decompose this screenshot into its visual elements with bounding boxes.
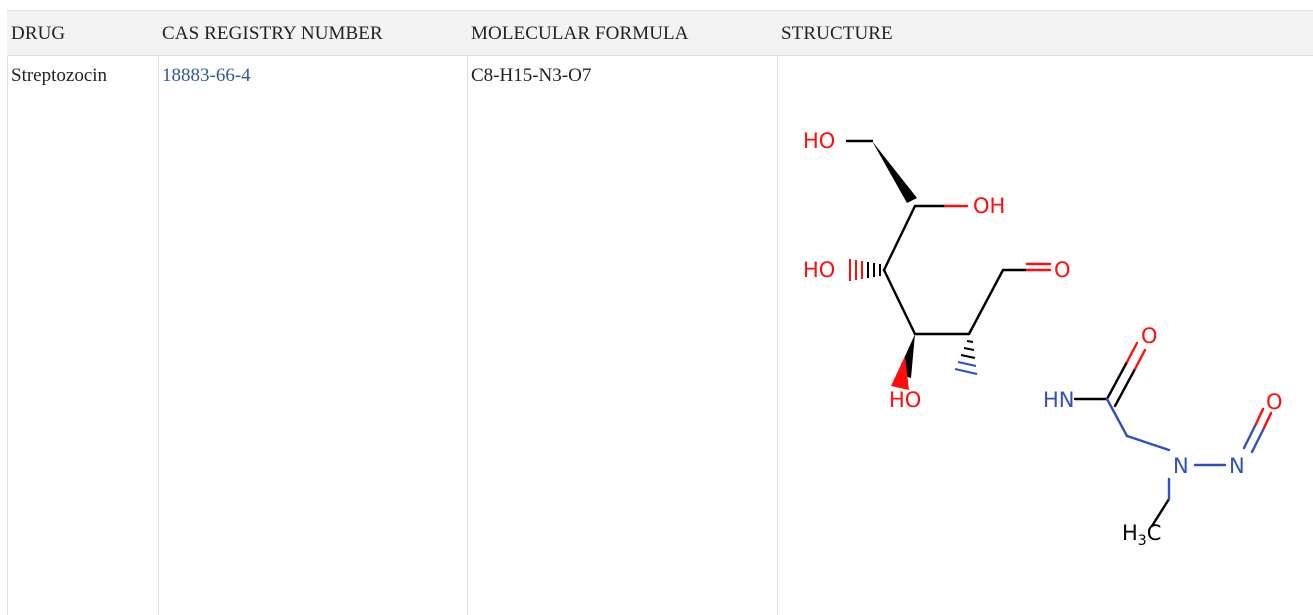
header-drug: DRUG [11, 23, 66, 44]
atom-label-ho-bottom: HO [889, 388, 921, 412]
column-divider [777, 56, 778, 615]
bond [882, 204, 917, 272]
hashed-bond [960, 340, 976, 359]
bond [967, 268, 1005, 336]
bond [1105, 360, 1129, 401]
bond [1262, 411, 1273, 430]
cas-number-link[interactable]: 18883-66-4 [162, 65, 251, 86]
bond [1242, 422, 1258, 450]
column-divider [7, 56, 8, 615]
atom-label-n-center: N [1173, 454, 1189, 478]
molecular-formula-cell: C8-H15-N3-O7 [471, 65, 592, 86]
bond [1113, 367, 1137, 408]
hashed-bond [849, 259, 863, 281]
bond [1125, 341, 1139, 364]
atom-label-oh-right: OH [973, 194, 1005, 218]
table-row: Streptozocin 18883-66-4 C8-H15-N3-O7 [7, 56, 1313, 615]
bond [1254, 407, 1265, 426]
cas-number-cell: 18883-66-4 [158, 62, 467, 90]
bond [1250, 426, 1266, 454]
atom-label-o-nitroso: O [1266, 390, 1283, 414]
atom-label-o-aldehyde: O [1054, 258, 1071, 282]
drug-table: DRUG CAS REGISTRY NUMBER MOLECULAR FORMU… [7, 10, 1313, 615]
atom-label-ho-top: HO [803, 129, 835, 153]
hashed-bond [954, 361, 978, 375]
column-divider [467, 56, 468, 615]
column-divider [158, 56, 159, 615]
table-header-row: DRUG CAS REGISTRY NUMBER MOLECULAR FORMU… [7, 10, 1313, 56]
bond [1133, 348, 1147, 371]
atom-label-ho-mid: HO [803, 258, 835, 282]
wedge-bond [872, 141, 917, 203]
structure-cell: HO OH HO O O O HO HN N N H3C [777, 56, 1313, 615]
header-molecular-formula: MOLECULAR FORMULA [471, 23, 689, 44]
atom-label-hn: HN [1043, 388, 1075, 412]
header-cas-registry-number: CAS REGISTRY NUMBER [162, 23, 383, 44]
bond [1150, 497, 1171, 528]
bond [882, 268, 917, 336]
atom-label-methyl: H3C [1122, 521, 1161, 549]
bond [1105, 397, 1129, 438]
atom-label-n-right: N [1229, 454, 1245, 478]
header-structure: STRUCTURE [781, 23, 893, 44]
bond [1125, 434, 1171, 452]
wedge-bond [891, 356, 909, 390]
hashed-bond [867, 262, 881, 278]
atom-label-o-carbonyl: O [1141, 324, 1158, 348]
drug-name-cell: Streptozocin [11, 65, 108, 86]
chemical-structure-diagram: HO OH HO O O O HO HN N N H3C [803, 129, 1283, 549]
